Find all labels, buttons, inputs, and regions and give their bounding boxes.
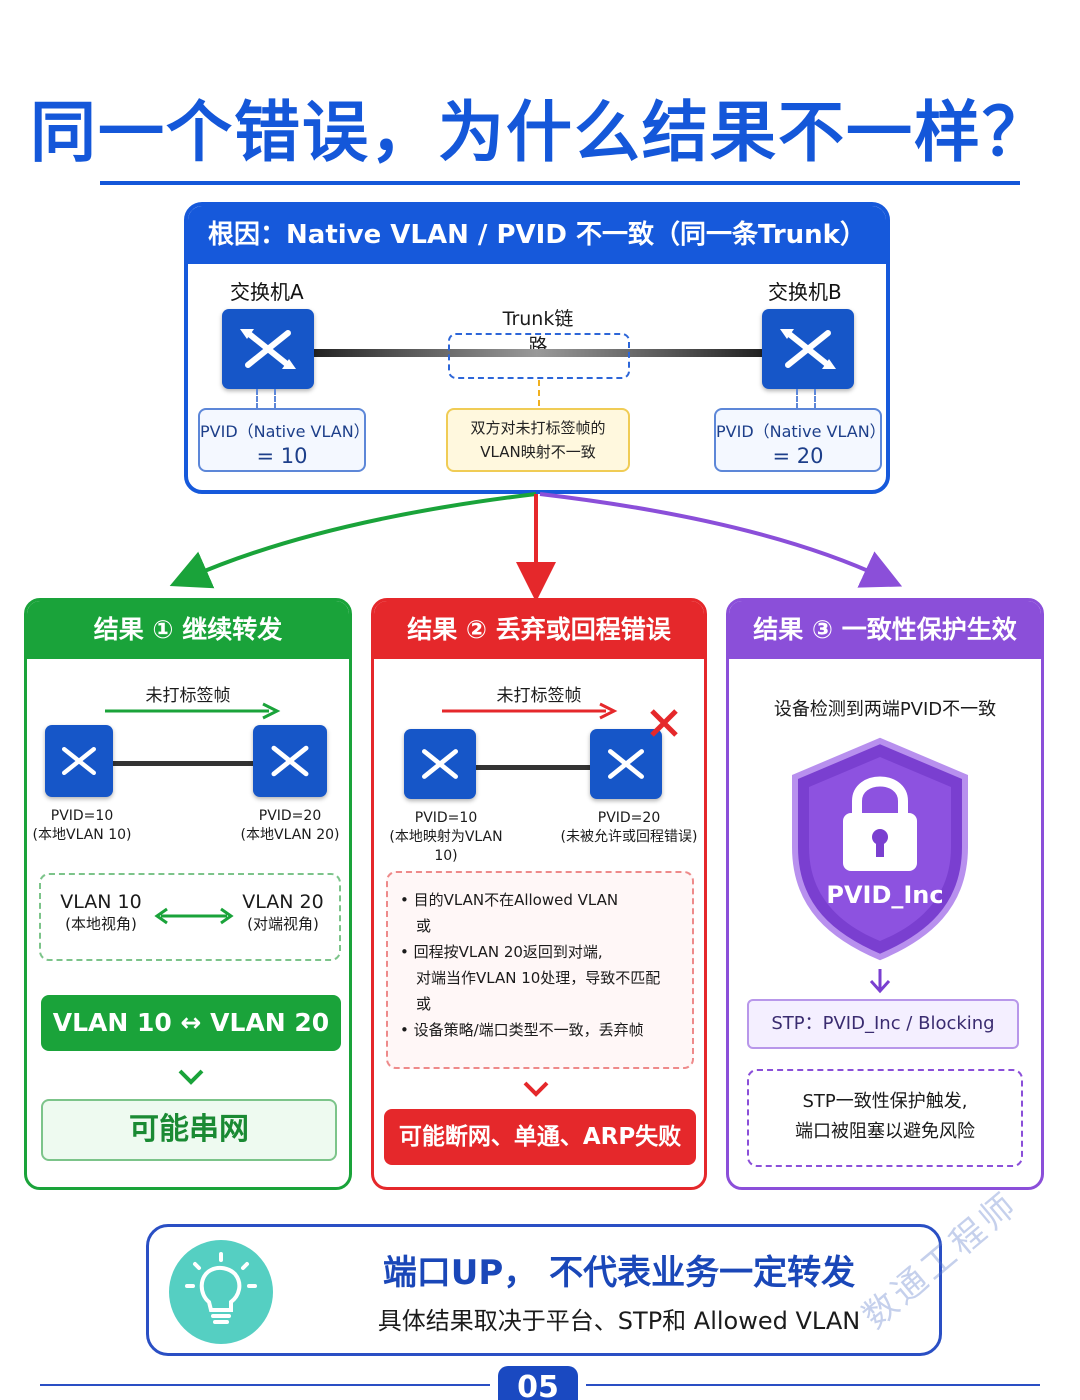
reason-text: 目的VLAN不在Allowed VLAN	[413, 891, 619, 909]
right-pvid-line1: PVID=20	[258, 808, 322, 824]
connector	[796, 389, 816, 409]
forward-arrow	[105, 702, 281, 720]
frame-label: 未打标签帧	[496, 686, 582, 706]
reasons-box: • 目的VLAN不在Allowed VLAN 或 • 回程按VLAN 20返回到…	[386, 871, 694, 1069]
pvid-b-box: PVID（Native VLAN） = 20	[714, 408, 886, 472]
detection-text: 设备检测到两端PVID不一致	[773, 699, 997, 720]
right-pvid: PVID=20 (本地VLAN 20)	[231, 807, 349, 845]
pvid-a-box: PVID（Native VLAN） = 10	[198, 408, 370, 472]
switch-icon	[762, 309, 854, 389]
reason-text: 设备策略/端口类型不一致，丢弃帧	[413, 1021, 644, 1039]
view-right-line1: VLAN 20	[242, 891, 324, 913]
reason-item: • 目的VLAN不在Allowed VLAN	[400, 891, 619, 909]
footer-rule-left	[40, 1384, 490, 1386]
switch-a-label: 交换机A	[230, 280, 304, 304]
switch-icon	[253, 725, 327, 797]
reasons-list: • 目的VLAN不在Allowed VLAN 或 • 回程按VLAN 20返回到…	[400, 887, 690, 1043]
footer-rule-right	[586, 1384, 1040, 1386]
reason-item: • 回程按VLAN 20返回到对端,	[400, 943, 603, 961]
reason-item: • 设备策略/端口类型不一致，丢弃帧	[400, 1021, 644, 1039]
protection-desc: STP一致性保护触发, 端口被阻塞以避免风险	[747, 1069, 1023, 1167]
view-left-line1: VLAN 10	[60, 891, 142, 913]
reason-continuation: 对端当作VLAN 10处理，导致不匹配	[416, 969, 661, 987]
result-2-card: 结果 ② 丢弃或回程错误 未打标签帧 PVID=10 (本地映射为VLAN 10…	[371, 598, 707, 1190]
result-2-header: 结果 ② 丢弃或回程错误	[374, 601, 704, 659]
shield-icon	[792, 737, 968, 961]
chevron-down-icon	[523, 1081, 549, 1097]
reason-or: 或	[416, 917, 432, 935]
result-3-card: 结果 ③ 一致性保护生效 设备检测到两端PVID不一致 PVID_Inc STP…	[726, 598, 1044, 1190]
branch-arrows	[169, 492, 903, 600]
left-pvid-line2: (本地VLAN 10)	[32, 827, 132, 843]
result-3-header: 结果 ③ 一致性保护生效	[729, 601, 1041, 659]
chevron-down-icon	[178, 1069, 204, 1085]
banner-headline: 端口UP， 不代表业务一定转发	[382, 1253, 856, 1293]
desc-line2: 端口被阻塞以避免风险	[795, 1121, 975, 1142]
left-pvid-line1: PVID=10	[414, 810, 478, 826]
note-line1: 双方对未打标签帧的	[470, 419, 606, 437]
lightbulb-icon	[169, 1240, 273, 1344]
right-pvid-line1: PVID=20	[597, 810, 661, 826]
pvid-a-line1: PVID（Native VLAN）	[200, 422, 370, 441]
page-title: 同一个错误，为什么结果不一样？	[30, 94, 1050, 171]
switch-b-label: 交换机B	[768, 280, 842, 304]
left-pvid: PVID=10 (本地映射为VLAN 10)	[378, 809, 514, 866]
view-left-line2: (本地视角)	[65, 915, 137, 933]
link-highlight	[448, 333, 630, 379]
link	[470, 765, 600, 770]
stp-status-box: STP：PVID_Inc / Blocking	[747, 999, 1019, 1049]
connector	[256, 389, 276, 409]
vlan-mapping-bar: VLAN 10 ↔ VLAN 20	[41, 995, 341, 1051]
view-right-line2: (对端视角)	[247, 915, 319, 933]
lock-icon	[843, 776, 917, 871]
bidirectional-arrow	[154, 907, 234, 925]
reason-text: 回程按VLAN 20返回到对端,	[413, 943, 603, 961]
summary-banner: 端口UP， 不代表业务一定转发 具体结果取决于平台、STP和 Allowed V…	[146, 1224, 942, 1356]
left-pvid: PVID=10 (本地VLAN 10)	[27, 807, 137, 845]
outcome-box: 可能断网、单通、ARP失败	[384, 1109, 696, 1165]
x-mark-icon	[650, 709, 678, 737]
pvid-a-value: = 10	[256, 444, 308, 468]
reason-or: 或	[416, 995, 432, 1013]
view-right: VLAN 20 (对端视角)	[233, 891, 333, 934]
switch-icon	[222, 309, 314, 389]
right-pvid: PVID=20 (未被允许或回程错误)	[554, 809, 704, 847]
shield-label: PVID_Inc	[826, 881, 944, 909]
right-pvid-line2: (本地VLAN 20)	[240, 827, 340, 843]
desc-line1: STP一致性保护触发,	[802, 1091, 968, 1112]
result-1-card: 结果 ① 继续转发 未打标签帧 PVID=10 (本地VLAN 10) PVID…	[24, 598, 352, 1190]
link	[111, 761, 261, 766]
note-line2: VLAN映射不一致	[480, 443, 596, 461]
pvid-b-line1: PVID（Native VLAN）	[716, 422, 886, 441]
pvid-b-value: = 20	[772, 444, 824, 468]
note-connector	[538, 380, 540, 406]
forward-arrow	[442, 702, 618, 720]
right-pvid-line2: (未被允许或回程错误)	[560, 829, 698, 845]
result-1-header: 结果 ① 继续转发	[27, 601, 349, 659]
frame-label: 未打标签帧	[145, 686, 231, 706]
mismatch-note: 双方对未打标签帧的 VLAN映射不一致	[446, 408, 630, 472]
arrow-down-icon	[869, 969, 891, 994]
switch-icon	[45, 725, 113, 797]
outcome-box: 可能串网	[41, 1099, 337, 1161]
switch-icon	[404, 729, 476, 799]
banner-subline: 具体结果取决于平台、STP和 Allowed VLAN	[377, 1307, 861, 1335]
trunk-link	[312, 349, 762, 357]
left-pvid-line2: (本地映射为VLAN 10)	[389, 829, 503, 864]
switch-icon	[590, 729, 662, 799]
title-divider	[100, 181, 1020, 185]
view-box: VLAN 10 (本地视角) VLAN 20 (对端视角)	[39, 873, 341, 961]
root-cause-panel: 根因：Native VLAN / PVID 不一致（同一条Trunk） 交换机A…	[184, 202, 890, 494]
view-left: VLAN 10 (本地视角)	[51, 891, 151, 934]
left-pvid-line1: PVID=10	[50, 808, 114, 824]
root-cause-header: 根因：Native VLAN / PVID 不一致（同一条Trunk）	[188, 206, 886, 264]
page-number: 05	[498, 1366, 578, 1400]
